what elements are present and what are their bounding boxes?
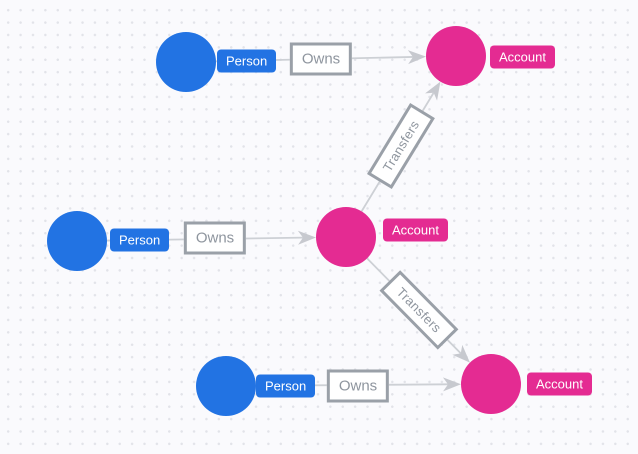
node-account[interactable] <box>316 207 376 267</box>
node-caption-account: Account <box>490 45 555 69</box>
relationship-label-transfers[interactable]: Transfers <box>379 270 459 350</box>
relationship-label-transfers[interactable]: Transfers <box>367 102 435 190</box>
edge-arrowhead <box>425 81 441 101</box>
node-caption-account: Account <box>383 218 448 242</box>
edge-arrowhead <box>297 230 317 245</box>
edge-arrowhead <box>442 377 462 392</box>
relationship-label-owns[interactable]: Owns <box>326 369 390 403</box>
node-account[interactable] <box>461 354 521 414</box>
node-person[interactable] <box>156 32 216 92</box>
relationship-label-owns[interactable]: Owns <box>289 42 353 76</box>
node-caption-account: Account <box>527 372 592 396</box>
edge-arrowhead <box>407 50 427 65</box>
node-caption-person: Person <box>110 228 170 252</box>
node-caption-person: Person <box>256 374 316 398</box>
relationship-label-owns[interactable]: Owns <box>183 221 247 255</box>
edge-arrowhead <box>452 344 470 363</box>
node-person[interactable] <box>196 356 256 416</box>
node-person[interactable] <box>47 211 107 271</box>
node-caption-person: Person <box>217 49 277 73</box>
node-account[interactable] <box>426 26 486 86</box>
